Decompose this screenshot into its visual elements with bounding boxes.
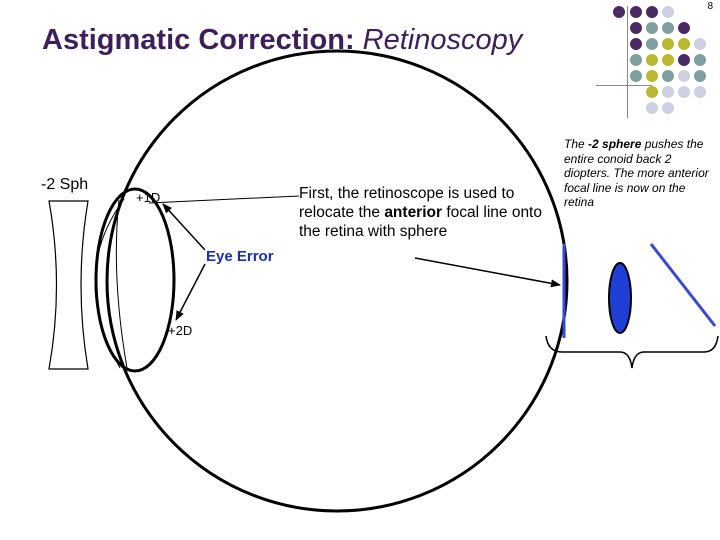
decor-dot — [630, 54, 642, 66]
decor-dot — [678, 22, 690, 34]
decor-dot — [646, 38, 658, 50]
decor-dot — [662, 54, 674, 66]
decor-dot — [678, 38, 690, 50]
note-part1: The — [564, 137, 589, 151]
instruction-part1: First, the retinoscope is used to reloca… — [299, 185, 515, 221]
decor-dot — [646, 54, 658, 66]
crystalline-lens — [94, 187, 176, 373]
page-number: 8 — [707, 1, 713, 12]
decor-dot — [662, 102, 674, 114]
circle-of-least-confusion — [608, 262, 632, 334]
conoid-brace — [545, 335, 719, 369]
eye-error-arrow-down — [175, 263, 206, 321]
decor-dot — [646, 86, 658, 98]
decor-dot — [646, 22, 658, 34]
eye-error-arrow-up — [162, 203, 206, 251]
title-sub: Retinoscopy — [362, 24, 523, 56]
instruction-emphasis: anterior — [384, 204, 443, 221]
decor-dot — [662, 86, 674, 98]
instruction-part2: focal line onto the retina with sphere — [299, 204, 542, 240]
decor-dot — [613, 6, 625, 18]
slide-title: Astigmatic Correction: Retinoscopy — [42, 24, 522, 57]
note-emphasis: -2 sphere — [588, 137, 642, 151]
retina-arrow — [414, 257, 561, 288]
decor-dot — [662, 70, 674, 82]
plus1-label: +1D — [136, 190, 161, 205]
decor-dot — [630, 38, 642, 50]
decor-dot — [646, 70, 658, 82]
decor-dot — [630, 70, 642, 82]
decor-dot — [694, 38, 706, 50]
decor-dot — [630, 6, 642, 18]
decor-dot — [662, 6, 674, 18]
decor-dot — [678, 70, 690, 82]
decor-dot — [678, 54, 690, 66]
concave-lens — [48, 200, 89, 370]
plus2-label: +2D — [168, 323, 193, 338]
note-part2: pushes the entire conoid back 2 diopters… — [564, 137, 709, 209]
decor-dot — [678, 86, 690, 98]
instruction-text: First, the retinoscope is used to reloca… — [299, 184, 549, 241]
focal-curve-inner — [115, 199, 128, 369]
decor-dot — [662, 22, 674, 34]
decor-dot — [646, 6, 658, 18]
decor-horizontal-line — [596, 85, 652, 86]
eyeball-outline — [105, 49, 569, 513]
decor-dot — [630, 22, 642, 34]
title-main: Astigmatic Correction: — [42, 24, 355, 56]
pointer-line-top — [148, 195, 300, 204]
decor-dot — [694, 86, 706, 98]
lens-label: -2 Sph — [41, 176, 89, 193]
eye-error-label: Eye Error — [206, 248, 274, 265]
decor-dot — [646, 102, 658, 114]
decor-vertical-line — [627, 6, 628, 118]
decor-dot — [662, 38, 674, 50]
decor-dot — [694, 70, 706, 82]
focal-curve-outer — [94, 198, 125, 369]
posterior-focal-line — [649, 243, 717, 327]
decor-dot — [694, 54, 706, 66]
side-note: The -2 sphere pushes the entire conoid b… — [564, 137, 714, 210]
